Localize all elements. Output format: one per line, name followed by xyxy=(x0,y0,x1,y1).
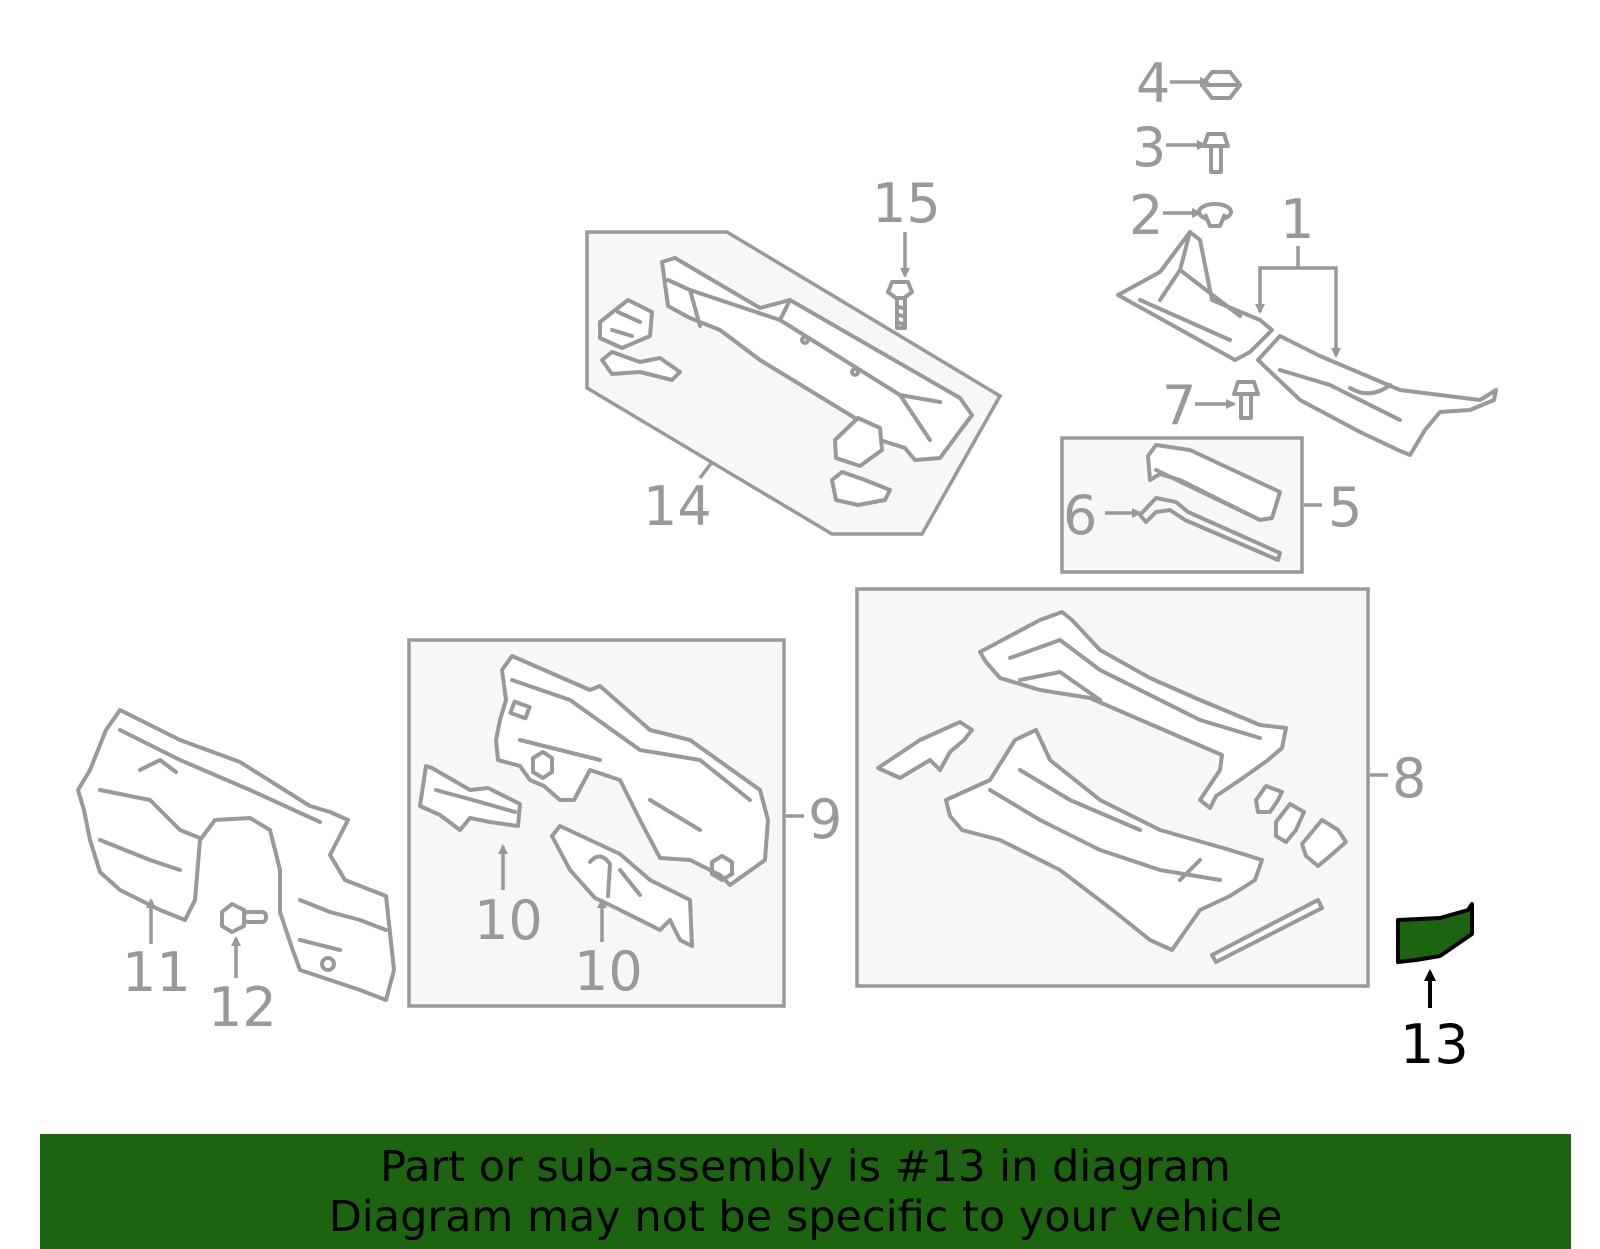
callout-4: 4 xyxy=(1136,52,1170,115)
info-banner: Part or sub-assembly is #13 in diagram D… xyxy=(40,1134,1571,1249)
part-14-cross-member[interactable] xyxy=(598,256,974,507)
callout-10-left: 10 xyxy=(474,889,543,952)
callout-13-selected: 13 xyxy=(1400,1013,1469,1076)
callout-14: 14 xyxy=(643,475,712,538)
part-4-nut[interactable] xyxy=(1200,70,1242,100)
callout-3: 3 xyxy=(1132,116,1166,179)
part-5-reinforcement[interactable] xyxy=(1146,443,1282,522)
leader-lines xyxy=(146,77,1436,1008)
callout-5: 5 xyxy=(1328,476,1362,539)
part-10-bracket-right[interactable] xyxy=(550,824,694,948)
part-6-seal[interactable] xyxy=(1138,496,1282,562)
callout-1: 1 xyxy=(1280,188,1314,251)
callout-labels: 4 3 2 1 15 7 6 5 14 9 8 10 10 11 12 13 xyxy=(122,52,1469,1076)
part-10-bracket-left[interactable] xyxy=(418,764,522,832)
banner-line-disclaimer: Diagram may not be specific to your vehi… xyxy=(328,1192,1283,1242)
callout-7: 7 xyxy=(1162,374,1196,437)
callout-2: 2 xyxy=(1129,184,1163,247)
callout-15: 15 xyxy=(872,172,941,235)
part-9-dash-panel[interactable] xyxy=(494,654,770,887)
callout-6: 6 xyxy=(1063,484,1097,547)
part-8-cowl-panel[interactable] xyxy=(876,610,1348,964)
callout-12: 12 xyxy=(208,976,277,1039)
part-2-clip[interactable] xyxy=(1197,202,1233,228)
part-7-bolt[interactable] xyxy=(1232,380,1260,420)
callout-10-right: 10 xyxy=(574,940,643,1003)
part-12-bolt[interactable] xyxy=(220,902,268,934)
part-1-cowl-top[interactable] xyxy=(1116,230,1498,457)
banner-line-part-number: Part or sub-assembly is #13 in diagram xyxy=(380,1142,1231,1192)
part-15-bolt[interactable] xyxy=(886,280,914,330)
group-box-8 xyxy=(855,587,1370,988)
part-11-insulator[interactable] xyxy=(76,708,396,1002)
part-13-highlighted[interactable] xyxy=(1396,902,1474,964)
callout-9: 9 xyxy=(808,788,842,851)
callout-8: 8 xyxy=(1392,747,1426,810)
callout-11: 11 xyxy=(122,941,191,1004)
part-3-bolt[interactable] xyxy=(1202,132,1230,174)
